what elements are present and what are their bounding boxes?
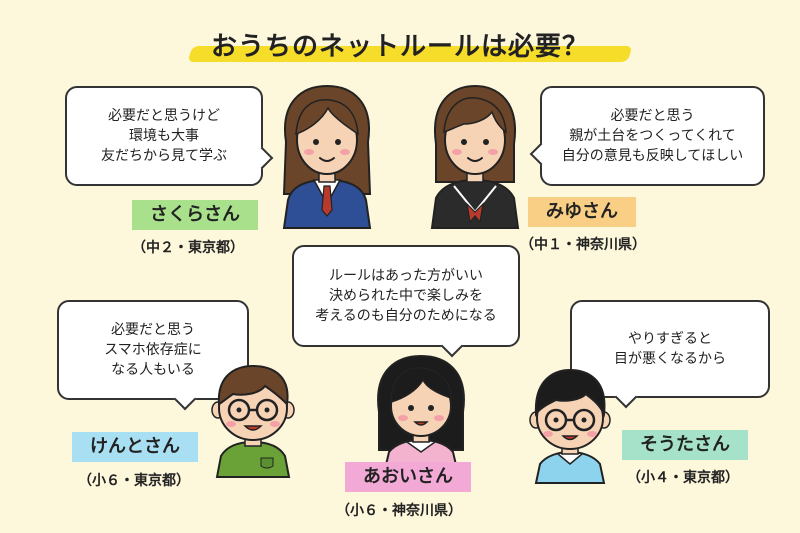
eye: [553, 417, 559, 423]
bubble-tail: [529, 142, 553, 166]
meta-souta: （小４・東京都）: [627, 470, 739, 486]
hair: [534, 368, 606, 418]
eye: [483, 139, 489, 145]
cheek: [488, 149, 498, 155]
name-label-sakura: さくらさん: [132, 200, 258, 230]
bubble-line: スマホ依存症に: [104, 342, 202, 358]
souta-illustration: [529, 368, 611, 484]
bubble-line: 必要だと思う: [111, 322, 195, 338]
cheek: [304, 149, 314, 155]
eye: [408, 405, 414, 411]
eye: [264, 407, 270, 413]
bubble-line: 必要だと思うけど: [108, 108, 220, 124]
eye: [581, 417, 587, 423]
meta-aoi: （小６・神奈川県）: [336, 503, 462, 519]
bubble-line: 目が悪くなるから: [614, 351, 726, 367]
page-title: おうちのネットルールは必要？: [210, 32, 589, 62]
name-label-miyu: みゆさん: [528, 197, 636, 227]
title-area: おうちのネットルールは必要？: [0, 20, 800, 70]
bubble-line: 必要だと思う: [610, 108, 695, 124]
bubble-line: 自分の意見も反映してほしい: [561, 148, 744, 164]
cheek: [270, 421, 280, 427]
eye: [428, 405, 434, 411]
mouth: [319, 157, 335, 162]
cheek: [543, 431, 553, 437]
bubble-tail: [173, 387, 197, 411]
sailor-uniform: [430, 178, 520, 229]
mouth: [243, 425, 263, 431]
bubble-line: 考えるのも自分のためになる: [315, 308, 497, 324]
bubble-line: なる人もいる: [111, 362, 195, 378]
aoi-illustration: [377, 354, 465, 470]
name-label-aoi: あおいさん: [345, 462, 471, 492]
eye: [461, 139, 467, 145]
speech-bubble-kento: 必要だと思う スマホ依存症に なる人もいる: [57, 300, 249, 411]
meta-miyu: （中１・神奈川県）: [520, 237, 646, 253]
cheek: [452, 149, 462, 155]
mouth: [561, 435, 579, 441]
collar: [406, 441, 436, 453]
meta-sakura: （中２・東京都）: [132, 240, 244, 256]
speech-bubble-souta: やりすぎると 目が悪くなるから: [570, 300, 770, 409]
eye: [236, 407, 242, 413]
scarf: [466, 202, 484, 224]
cheek: [587, 431, 597, 437]
cheek: [226, 421, 236, 427]
pocket: [260, 457, 274, 469]
miyu-illustration: [430, 84, 520, 229]
collar: [557, 453, 583, 465]
bangs: [390, 366, 452, 403]
eye: [335, 139, 341, 145]
kento-illustration: [211, 364, 295, 478]
hair: [217, 364, 289, 407]
cheek: [340, 149, 350, 155]
bubble-line: ルールはあった方がいい: [329, 268, 483, 284]
cheek: [434, 415, 444, 421]
bangs: [443, 96, 507, 134]
bangs: [295, 98, 359, 136]
shirt: [215, 440, 291, 478]
name-label-kento: けんとさん: [72, 432, 198, 462]
bubble-line: やりすぎると: [628, 331, 712, 347]
bubble-line: 決められた中で楽しみを: [329, 288, 483, 304]
meta-kento: （小６・東京都）: [78, 473, 190, 489]
bubble-line: 親が土台をつくってくれて: [569, 128, 736, 144]
speech-bubble-sakura: 必要だと思うけど 環境も大事 友だちから見て学ぶ: [65, 86, 274, 186]
mouth: [413, 421, 429, 426]
sakura-illustration: [282, 84, 372, 229]
speech-bubble-miyu: 必要だと思う 親が土台をつくってくれて 自分の意見も反映してほしい: [529, 86, 765, 186]
eye: [313, 139, 319, 145]
bubble-tail: [250, 146, 274, 170]
necktie: [321, 185, 333, 217]
speech-bubble-aoi: ルールはあった方がいい 決められた中で楽しみを 考えるのも自分のためになる: [292, 245, 520, 358]
bubble-line: 友だちから見て学ぶ: [101, 148, 227, 164]
mouth: [467, 157, 483, 162]
name-label-souta: そうたさん: [622, 430, 748, 460]
bubble-line: 環境も大事: [129, 128, 199, 144]
cheek: [398, 415, 408, 421]
